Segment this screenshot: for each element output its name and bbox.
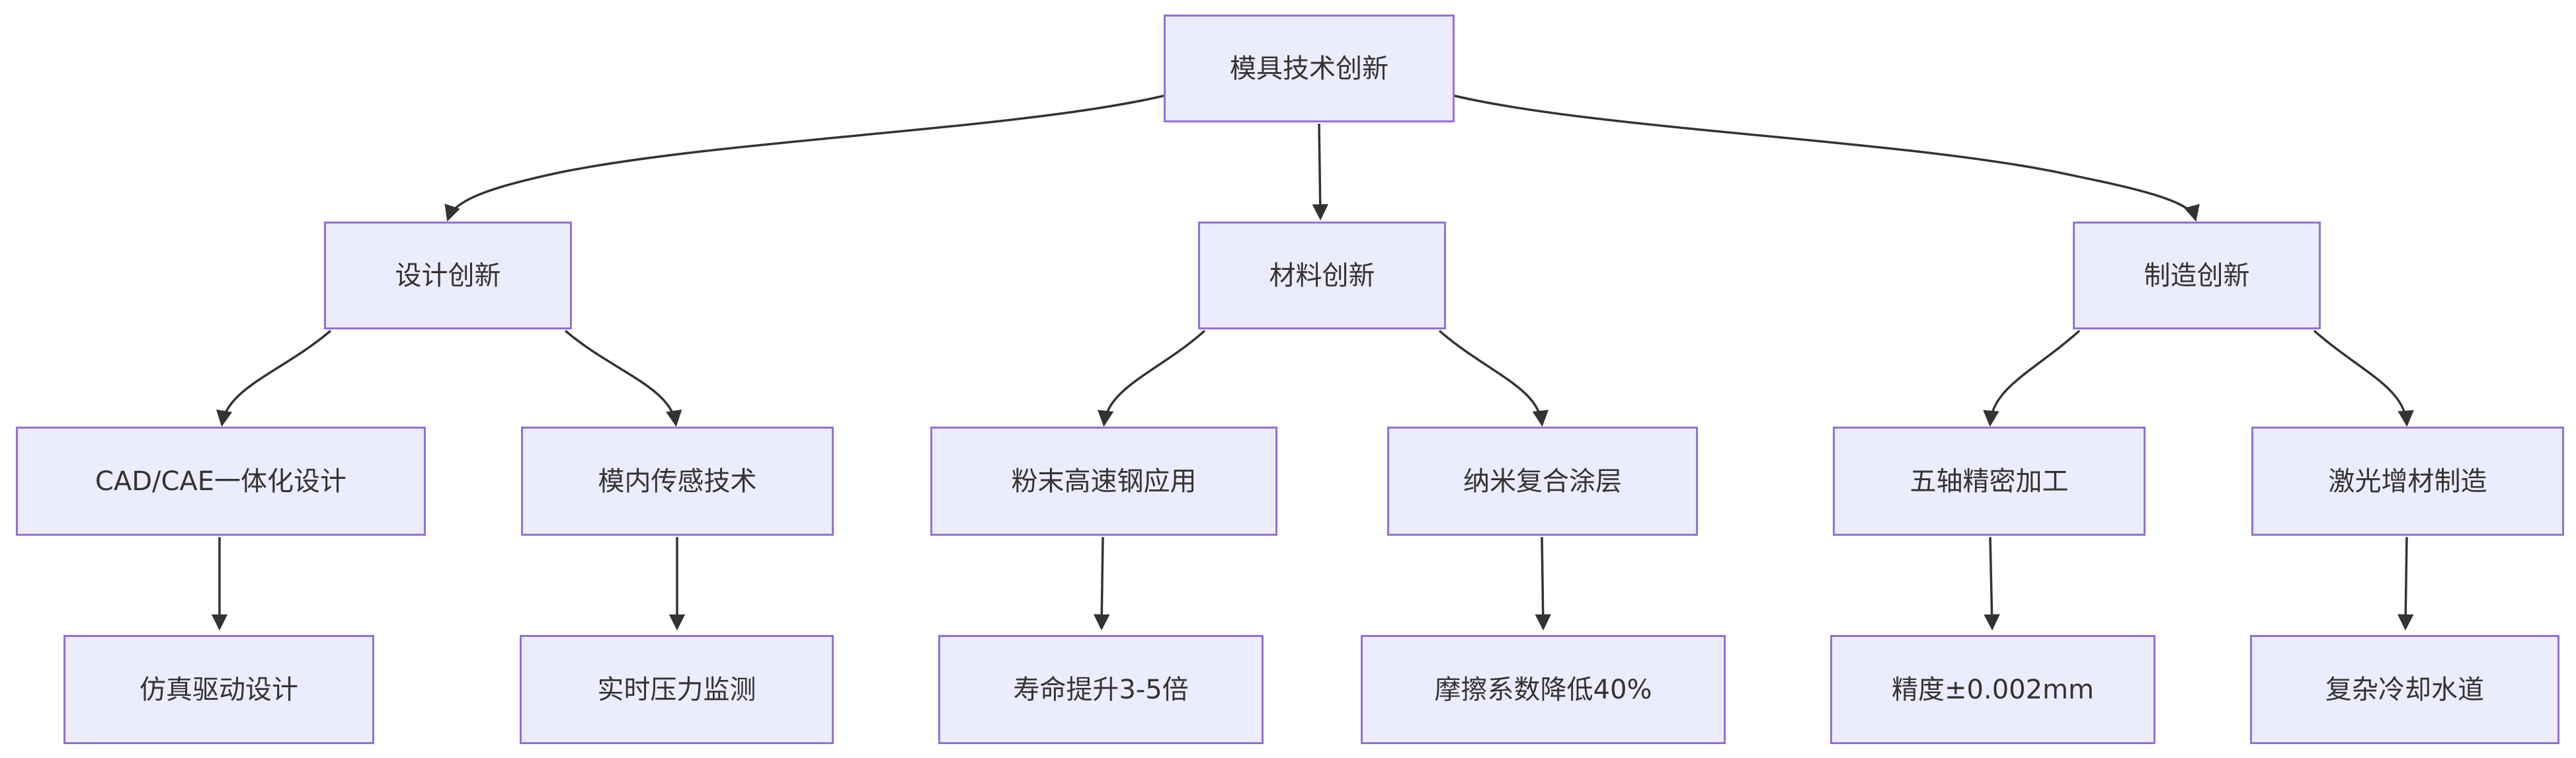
- node-pressure-label: 实时压力监测: [597, 674, 756, 705]
- node-cadcae: CAD/CAE一体化设计: [16, 427, 426, 536]
- edge-design-cadcae: [216, 329, 332, 427]
- node-design: 设计创新: [324, 222, 572, 329]
- node-material: 材料创新: [1198, 222, 1446, 329]
- node-sim: 仿真驱动设计: [63, 635, 374, 744]
- node-cooling-label: 复杂冷却水道: [2325, 674, 2484, 705]
- node-precision-label: 精度±0.002mm: [1892, 674, 2094, 705]
- node-cooling: 复杂冷却水道: [2250, 635, 2559, 744]
- node-sensor: 模内传感技术: [521, 427, 834, 536]
- edge-root-design: [444, 93, 1172, 222]
- edge-design-sensor: [564, 329, 682, 427]
- edge-manufacture-fiveaxis: [1983, 329, 2081, 427]
- node-nano: 纳米复合涂层: [1387, 427, 1698, 536]
- node-nano-label: 纳米复合涂层: [1463, 466, 1622, 497]
- node-friction: 摩擦系数降低40%: [1361, 635, 1726, 744]
- node-cadcae-label: CAD/CAE一体化设计: [95, 466, 347, 497]
- edge-root-material: [1312, 123, 1328, 221]
- node-root: 模具技术创新: [1164, 15, 1455, 122]
- node-fiveaxis: 五轴精密加工: [1833, 427, 2146, 536]
- node-precision: 精度±0.002mm: [1830, 635, 2155, 744]
- edge-manufacture-laser: [2313, 329, 2414, 427]
- node-manufacture-label: 制造创新: [2144, 260, 2250, 291]
- node-fiveaxis-label: 五轴精密加工: [1910, 466, 2069, 497]
- edge-material-powder: [1097, 329, 1206, 427]
- node-laser-label: 激光增材制造: [2328, 466, 2487, 497]
- node-manufacture: 制造创新: [2073, 222, 2321, 329]
- edge-powder-life: [1094, 536, 1110, 631]
- node-life-label: 寿命提升3-5倍: [1013, 674, 1189, 705]
- node-sim-label: 仿真驱动设计: [140, 674, 298, 705]
- node-material-label: 材料创新: [1269, 260, 1375, 291]
- edge-nano-friction: [1535, 536, 1551, 631]
- node-sensor-label: 模内传感技术: [598, 466, 757, 497]
- node-laser: 激光增材制造: [2251, 427, 2564, 536]
- node-powder-label: 粉末高速钢应用: [1011, 466, 1197, 497]
- edge-fiveaxis-precision: [1984, 536, 2000, 631]
- node-friction-label: 摩擦系数降低40%: [1434, 674, 1652, 705]
- node-root-label: 模具技术创新: [1230, 53, 1389, 84]
- edge-laser-cooling: [2397, 536, 2414, 631]
- node-life: 寿命提升3-5倍: [938, 635, 1264, 744]
- node-design-label: 设计创新: [395, 260, 501, 291]
- node-powder: 粉末高速钢应用: [930, 427, 1277, 536]
- edge-root-manufacture: [1446, 93, 2200, 222]
- edge-material-nano: [1438, 329, 1549, 427]
- node-pressure: 实时压力监测: [520, 635, 834, 744]
